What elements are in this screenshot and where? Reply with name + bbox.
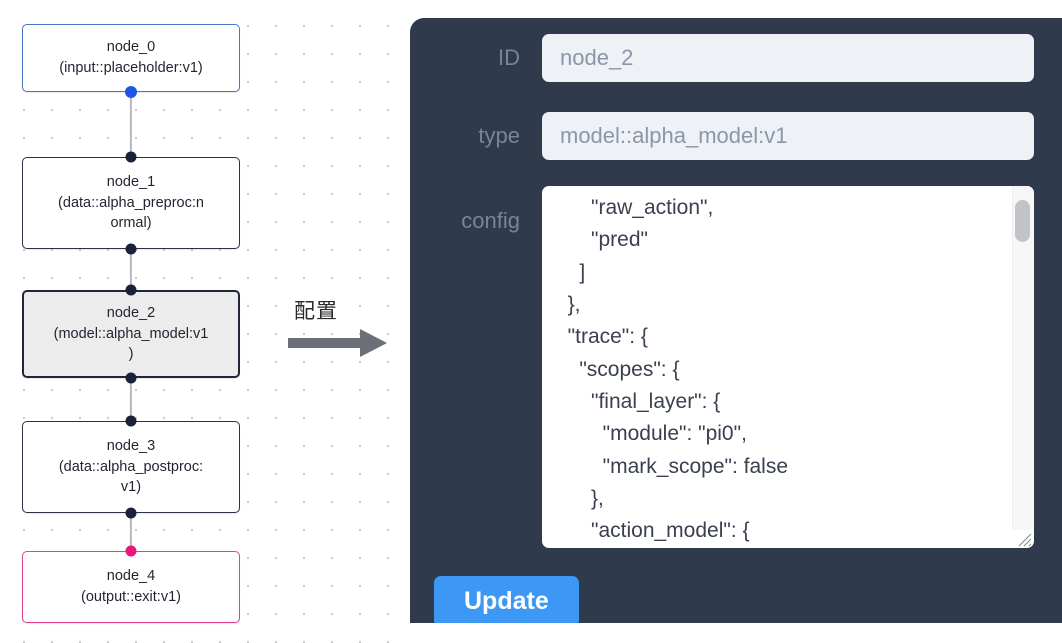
id-field-row: ID [434,34,1034,82]
graph-node-4[interactable]: node_4 (output::exit:v1) [22,551,240,623]
node-config-panel: ID type config Update [410,18,1062,623]
type-input[interactable] [542,112,1034,160]
node-port-blue[interactable] [125,86,137,98]
arrow-caption: 配置 [294,299,338,323]
graph-canvas[interactable]: node_0 (input::placeholder:v1)node_1 (da… [0,0,410,643]
node-port-dark[interactable] [125,507,137,519]
config-textarea-wrapper [542,186,1034,548]
graph-node-4-label: node_4 (output::exit:v1) [81,568,181,605]
node-port-dark[interactable] [125,372,137,384]
graph-edge[interactable] [129,249,133,290]
id-input[interactable] [542,34,1034,82]
graph-node-3[interactable]: node_3 (data::alpha_postproc: v1) [22,421,240,513]
graph-edge[interactable] [129,378,133,421]
graph-edge[interactable] [129,513,133,551]
config-field-label: config [461,208,520,233]
node-port-dark[interactable] [125,243,137,255]
id-field-label: ID [498,45,520,70]
config-arrow-group: 配置 [288,295,398,361]
node-port-dark[interactable] [125,284,137,296]
config-scrollbar-track[interactable] [1012,186,1034,530]
graph-node-2[interactable]: node_2 (model::alpha_model:v1 ) [22,290,240,378]
graph-node-2-label: node_2 (model::alpha_model:v1 ) [53,305,209,363]
config-scrollbar-thumb[interactable] [1015,200,1030,242]
node-port-dark[interactable] [125,415,137,427]
resize-grip-icon[interactable] [1012,527,1032,547]
type-field-label: type [478,123,520,148]
right-arrow-icon [288,329,387,357]
config-field-row: config [434,186,1034,548]
graph-node-0[interactable]: node_0 (input::placeholder:v1) [22,24,240,92]
node-port-dark[interactable] [125,151,137,163]
node-port-pink[interactable] [125,545,137,557]
graph-node-1-label: node_1 (data::alpha_preproc:n ormal) [58,174,204,232]
graph-node-3-label: node_3 (data::alpha_postproc: v1) [58,438,204,496]
graph-edge[interactable] [129,92,133,157]
type-field-row: type [434,112,1034,160]
graph-node-1[interactable]: node_1 (data::alpha_preproc:n ormal) [22,157,240,249]
config-textarea[interactable] [542,186,998,548]
graph-node-0-label: node_0 (input::placeholder:v1) [59,39,203,76]
update-button[interactable]: Update [434,576,579,623]
